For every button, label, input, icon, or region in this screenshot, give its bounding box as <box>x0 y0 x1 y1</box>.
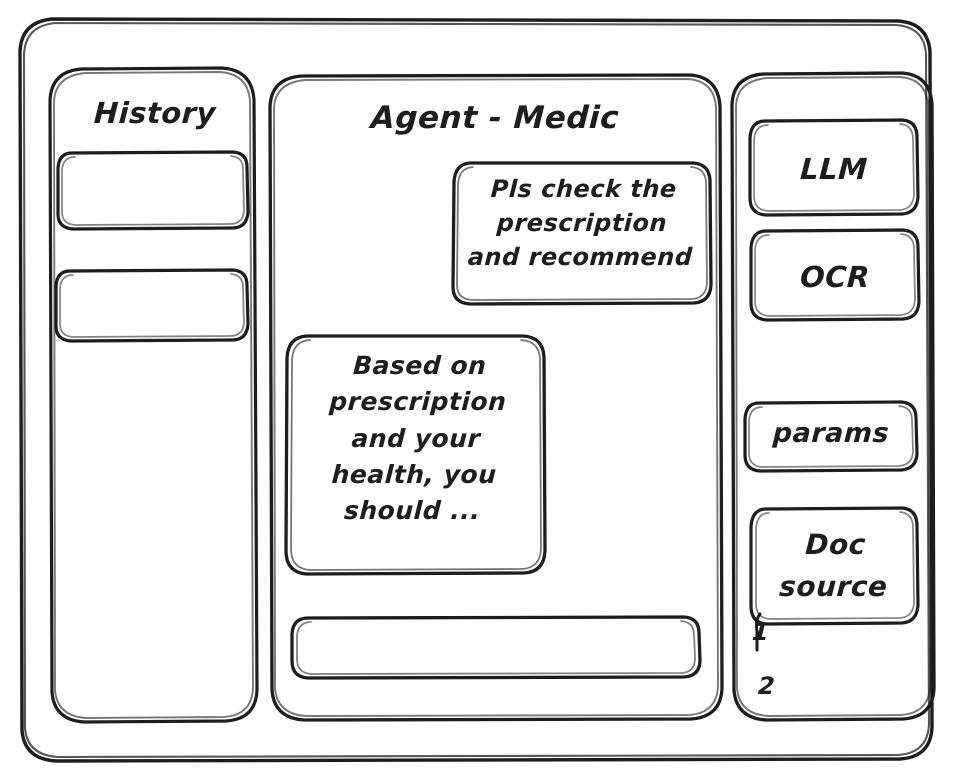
doc-source-item-1[interactable]: 1 <box>751 618 770 646</box>
tool-params[interactable]: params <box>745 402 917 471</box>
agent-message-text: Based on prescription and your health, y… <box>328 351 508 525</box>
tool-ocr-label: OCR <box>799 260 871 294</box>
tool-params-label: params <box>772 418 890 449</box>
doc-source-card[interactable]: Doc source <box>751 508 918 624</box>
tool-llm[interactable]: LLM <box>750 120 918 215</box>
agent-panel-title: Agent - Medic <box>370 100 621 136</box>
composer-input[interactable] <box>292 617 700 678</box>
history-panel-title: History <box>93 96 217 130</box>
tool-llm-label: LLM <box>799 152 869 186</box>
history-item-1[interactable] <box>58 152 248 229</box>
user-message-text: Pls check the prescription and recommend <box>467 175 694 272</box>
history-item-2[interactable] <box>56 270 248 341</box>
user-message-bubble: Pls check the prescription and recommend <box>453 163 711 305</box>
agent-message-bubble: Based on prescription and your health, y… <box>286 336 545 574</box>
doc-source-label: Doc source <box>778 528 889 603</box>
doc-source-item-2[interactable]: 2 <box>757 672 776 700</box>
tool-ocr[interactable]: OCR <box>751 230 919 320</box>
